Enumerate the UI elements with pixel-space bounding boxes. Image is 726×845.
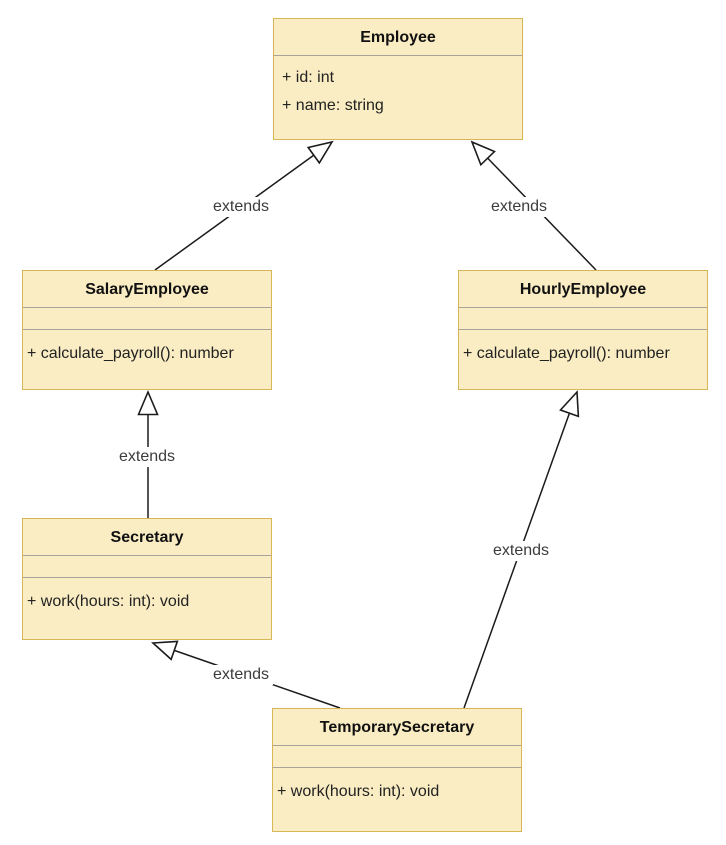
method: + work(hours: int): void (277, 783, 440, 800)
class-secretary-methods: + work(hours: int): void (23, 578, 271, 612)
method: + work(hours: int): void (27, 593, 190, 610)
class-salaryemployee-methods: + calculate_payroll(): number (23, 330, 271, 364)
class-employee: Employee + id: int + name: string (273, 18, 523, 140)
class-hourlyemployee-methods: + calculate_payroll(): number (459, 330, 707, 364)
class-hourlyemployee-attributes-empty (459, 308, 707, 330)
class-temporarysecretary-title: TemporarySecretary (273, 709, 521, 746)
class-salaryemployee-title: SalaryEmployee (23, 271, 271, 308)
attribute: + id: int (282, 69, 335, 86)
class-salaryemployee: SalaryEmployee + calculate_payroll(): nu… (22, 270, 272, 390)
class-secretary-attributes-empty (23, 556, 271, 578)
method: + calculate_payroll(): number (27, 345, 234, 362)
class-hourlyemployee: HourlyEmployee + calculate_payroll(): nu… (458, 270, 708, 390)
class-secretary: Secretary + work(hours: int): void (22, 518, 272, 640)
class-employee-title: Employee (274, 19, 522, 56)
edge-label-extends: extends (208, 197, 274, 217)
edge-label-extends: extends (488, 541, 554, 561)
method: + calculate_payroll(): number (463, 345, 670, 362)
class-temporarysecretary-methods: + work(hours: int): void (273, 768, 521, 802)
attribute: + name: string (282, 97, 384, 114)
class-secretary-title: Secretary (23, 519, 271, 556)
class-hourlyemployee-title: HourlyEmployee (459, 271, 707, 308)
class-salaryemployee-attributes-empty (23, 308, 271, 330)
edge-label-extends: extends (208, 665, 274, 685)
edge-label-extends: extends (486, 197, 552, 217)
edge-label-extends: extends (114, 447, 180, 467)
class-employee-attributes: + id: int + name: string (274, 56, 522, 120)
class-temporarysecretary: TemporarySecretary + work(hours: int): v… (272, 708, 522, 832)
class-temporarysecretary-attributes-empty (273, 746, 521, 768)
